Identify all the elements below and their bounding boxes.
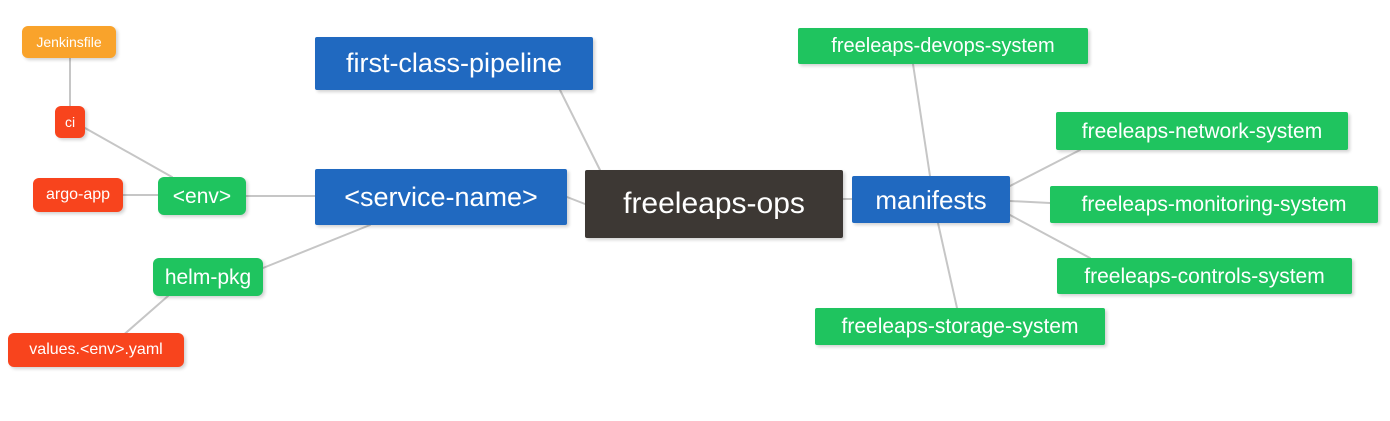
node-jenkinsfile[interactable]: Jenkinsfile xyxy=(22,26,116,58)
node-label-controls: freeleaps-controls-system xyxy=(1084,264,1325,288)
node-label-storage: freeleaps-storage-system xyxy=(841,315,1079,338)
edge-manifests-to-devops xyxy=(912,63,931,177)
node-service[interactable]: <service-name> xyxy=(315,169,567,225)
node-label-helm: helm-pkg xyxy=(164,265,252,289)
node-monitoring[interactable]: freeleaps-monitoring-system xyxy=(1050,186,1378,223)
node-controls[interactable]: freeleaps-controls-system xyxy=(1057,258,1352,294)
node-manifests[interactable]: manifests xyxy=(852,176,1010,223)
edge-helm-to-valuesyaml xyxy=(119,295,169,339)
node-label-env: <env> xyxy=(172,184,232,208)
edge-root-to-service xyxy=(566,196,586,205)
node-label-monitoring: freeleaps-monitoring-system xyxy=(1081,193,1347,216)
node-valuesyaml[interactable]: values.<env>.yaml xyxy=(8,333,184,367)
node-network[interactable]: freeleaps-network-system xyxy=(1056,112,1348,150)
node-label-argoapp: argo-app xyxy=(45,186,111,203)
edge-manifests-to-network xyxy=(1009,149,1081,187)
edge-manifests-to-monitoring xyxy=(1009,200,1051,204)
node-pipeline[interactable]: first-class-pipeline xyxy=(315,37,593,90)
node-helm[interactable]: helm-pkg xyxy=(153,258,263,296)
node-label-pipeline: first-class-pipeline xyxy=(345,48,563,78)
node-label-valuesyaml: values.<env>.yaml xyxy=(29,341,163,358)
node-storage[interactable]: freeleaps-storage-system xyxy=(815,308,1105,345)
node-label-devops: freeleaps-devops-system xyxy=(831,35,1055,57)
node-label-ci: ci xyxy=(64,114,76,130)
node-label-service: <service-name> xyxy=(344,181,538,212)
node-ci[interactable]: ci xyxy=(55,106,85,138)
node-label-root: freeleaps-ops xyxy=(623,187,805,220)
node-label-network: freeleaps-network-system xyxy=(1081,119,1323,143)
edge-root-to-pipeline xyxy=(559,89,601,171)
node-argoapp[interactable]: argo-app xyxy=(33,178,123,212)
edge-manifests-to-storage xyxy=(937,222,958,309)
node-label-manifests: manifests xyxy=(875,184,987,215)
node-label-jenkinsfile: Jenkinsfile xyxy=(36,34,102,50)
node-env[interactable]: <env> xyxy=(158,177,246,215)
node-root[interactable]: freeleaps-ops xyxy=(585,170,843,238)
node-devops[interactable]: freeleaps-devops-system xyxy=(798,28,1088,64)
edge-env-to-ci xyxy=(84,127,173,178)
edge-service-to-helm xyxy=(262,224,371,269)
